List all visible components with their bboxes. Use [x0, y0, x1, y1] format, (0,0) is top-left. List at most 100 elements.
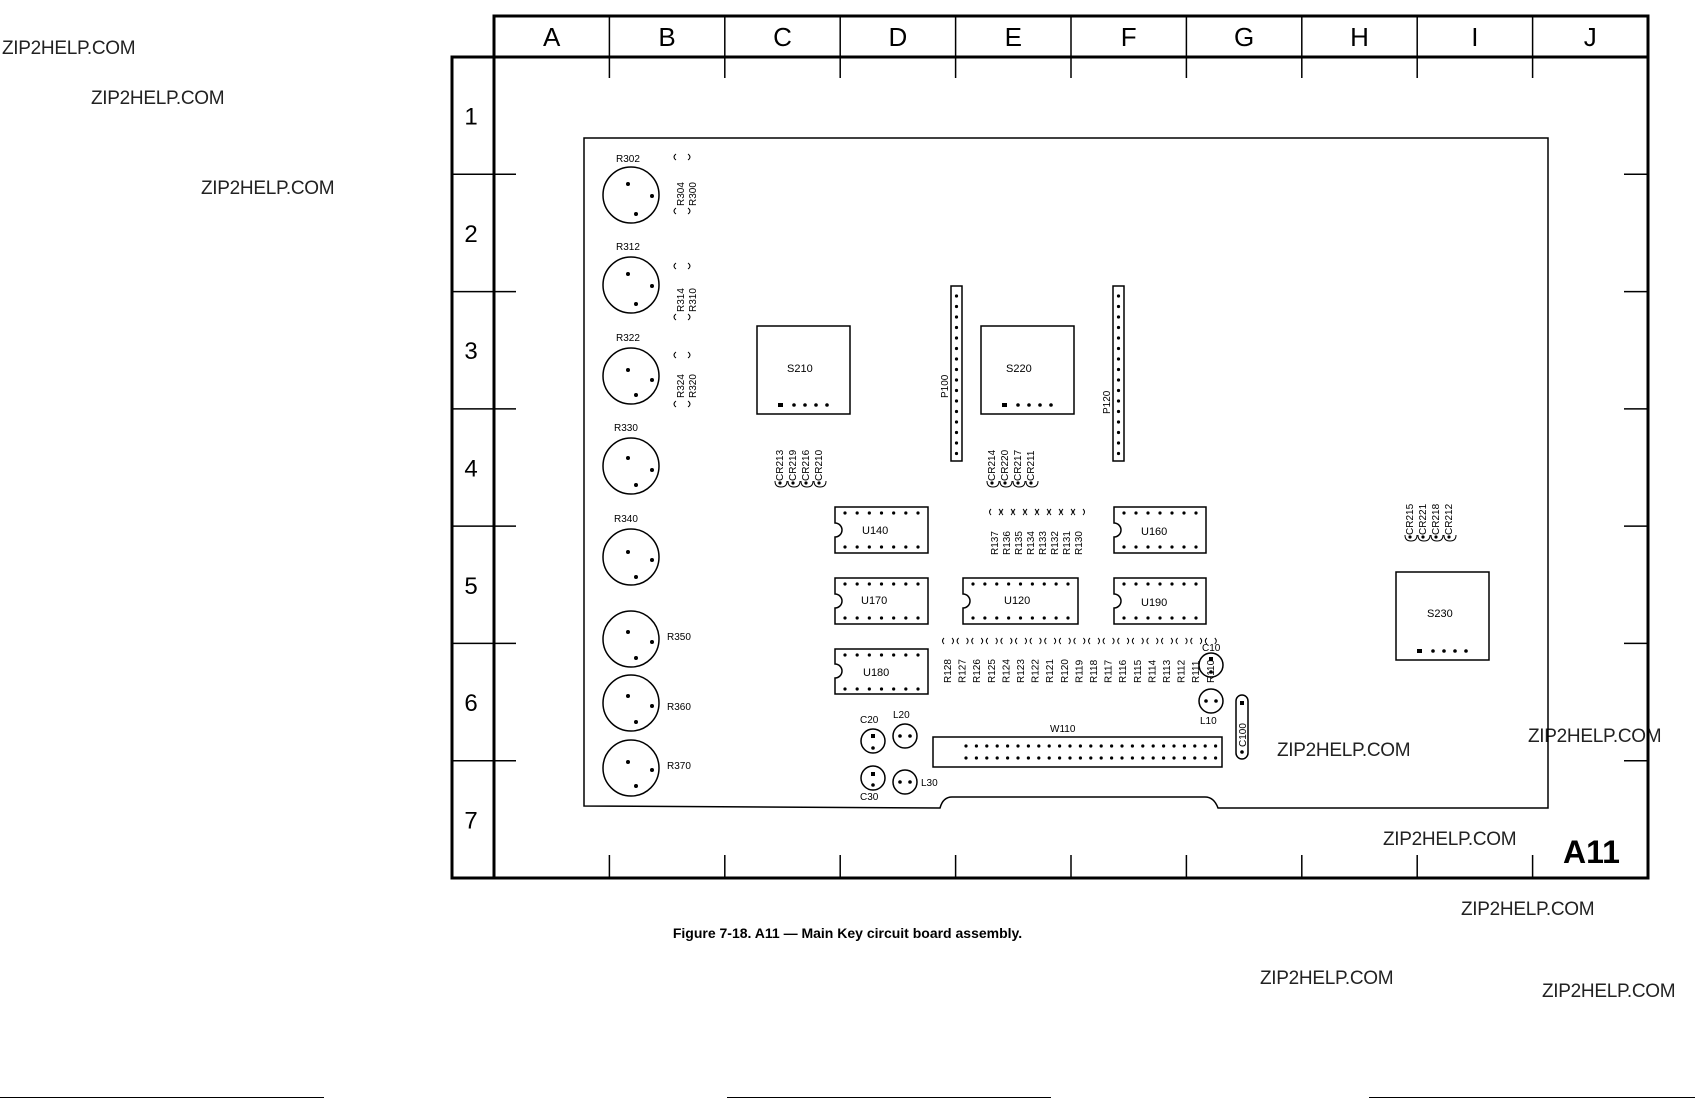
- watermark-text: ZIP2HELP.COM: [201, 178, 335, 199]
- resistor-label: R114: [1147, 659, 1158, 683]
- pot-label-r370: R370: [667, 761, 691, 772]
- diode-label: CR216: [801, 449, 812, 481]
- diode-label: CR219: [788, 449, 799, 481]
- resistor-label: R119: [1074, 659, 1085, 683]
- switches: [756, 325, 1490, 661]
- diode-label: CR214: [987, 449, 998, 481]
- diode-label: CR210: [814, 449, 825, 481]
- resistor-label: R136: [1002, 531, 1013, 555]
- switch-label-s210: S210: [787, 363, 813, 375]
- diode-label: CR220: [1000, 449, 1011, 481]
- resistor-label-r324: R324: [676, 374, 687, 398]
- pot-label-r330: R330: [614, 423, 638, 434]
- cap-label-c100: C100: [1238, 723, 1249, 747]
- cap-label-c10: C10: [1202, 643, 1221, 654]
- resistor-label: R121: [1045, 659, 1056, 683]
- cap-pins: [871, 657, 1244, 787]
- pot-label-r340: R340: [614, 514, 638, 525]
- diode-label: CR217: [1013, 449, 1024, 481]
- resistor-label: R134: [1026, 531, 1037, 555]
- column-label: F: [1121, 22, 1137, 52]
- assembly-label: A11: [1563, 834, 1620, 870]
- ic-label-u170: U170: [861, 595, 887, 607]
- connector-label-w110: W110: [1050, 724, 1076, 735]
- ic-label-u180: U180: [863, 667, 889, 679]
- watermark-text: ZIP2HELP.COM: [1383, 829, 1517, 850]
- resistor-label: R120: [1060, 659, 1071, 683]
- potentiometer-pins: [626, 182, 654, 788]
- resistor-label: R124: [1001, 659, 1012, 683]
- resistor-label: R137: [990, 531, 1001, 555]
- ic-label-u190: U190: [1141, 597, 1167, 609]
- watermark-text: ZIP2HELP.COM: [1260, 968, 1394, 989]
- resistor-label: R112: [1177, 659, 1188, 683]
- resistor-label: R122: [1031, 659, 1042, 683]
- diode-label: CR211: [1026, 450, 1037, 481]
- watermark-text: ZIP2HELP.COM: [1528, 726, 1662, 747]
- resistor-label: R113: [1162, 659, 1173, 683]
- switch-pins: [778, 403, 1468, 653]
- resistor-label: R117: [1104, 659, 1115, 683]
- resistor-label-r304: R304: [676, 182, 687, 206]
- row-label: 2: [464, 221, 477, 248]
- resistor-label: R130: [1074, 531, 1085, 555]
- divider: [0, 1097, 324, 1098]
- frame: [450, 14, 1650, 880]
- column-label: D: [889, 22, 908, 52]
- resistor-label: R128: [943, 659, 954, 683]
- inductor-label-l20: L20: [893, 710, 910, 721]
- pot-label-r302: R302: [616, 154, 640, 165]
- connector-label-p100: P100: [940, 374, 951, 398]
- column-label: B: [658, 22, 675, 52]
- divider: [727, 1097, 1051, 1098]
- resistor-pairs: [673, 153, 691, 408]
- watermark-text: ZIP2HELP.COM: [1461, 899, 1595, 920]
- diode-label: CR212: [1444, 503, 1455, 535]
- row-label: 4: [464, 456, 477, 483]
- diode-label: CR215: [1405, 503, 1416, 535]
- row-label: 3: [464, 338, 477, 365]
- column-label: A: [543, 22, 561, 52]
- resistor-label: R118: [1089, 659, 1100, 683]
- column-label: E: [1005, 22, 1022, 52]
- watermark-text: ZIP2HELP.COM: [91, 88, 225, 109]
- column-label: I: [1471, 22, 1478, 52]
- resistor-label-r300: R300: [688, 182, 699, 206]
- switch-label-s230: S230: [1427, 608, 1453, 620]
- connector-label-p120: P120: [1102, 390, 1113, 414]
- divider: [1369, 1097, 1695, 1098]
- pot-label-r312: R312: [616, 242, 640, 253]
- resistor-label: R115: [1133, 659, 1144, 683]
- figure-caption: Figure 7-18. A11 — Main Key circuit boar…: [672, 925, 1023, 941]
- resistor-label: R123: [1016, 659, 1027, 683]
- watermark-text: ZIP2HELP.COM: [1542, 981, 1676, 1002]
- inductor-label-l10: L10: [1200, 716, 1217, 727]
- column-label: H: [1350, 22, 1369, 52]
- ics: [834, 506, 1207, 695]
- resistor-label: R116: [1118, 659, 1129, 683]
- resistor-label: R125: [987, 659, 998, 683]
- row-label: 7: [464, 807, 477, 834]
- pot-label-r360: R360: [667, 702, 691, 713]
- cap-label-c20: C20: [860, 715, 879, 726]
- column-label: C: [773, 22, 792, 52]
- resistor-label: R126: [972, 659, 983, 683]
- potentiometers: [602, 166, 660, 797]
- board-outline: [583, 137, 1549, 809]
- watermark-text: ZIP2HELP.COM: [2, 38, 136, 59]
- row-label: 6: [464, 690, 477, 717]
- ic-label-u140: U140: [862, 525, 888, 537]
- row-label: 5: [464, 573, 477, 600]
- pot-label-r350: R350: [667, 632, 691, 643]
- ic-label-u160: U160: [1141, 526, 1167, 538]
- diode-label: CR218: [1431, 503, 1442, 535]
- switch-label-s220: S220: [1006, 363, 1032, 375]
- resistor-label-r310: R310: [688, 288, 699, 312]
- resistor-label-r314: R314: [676, 288, 687, 312]
- resistor-label: R135: [1014, 531, 1025, 555]
- ic-label-u120: U120: [1004, 595, 1030, 607]
- watermark-text: ZIP2HELP.COM: [1277, 740, 1411, 761]
